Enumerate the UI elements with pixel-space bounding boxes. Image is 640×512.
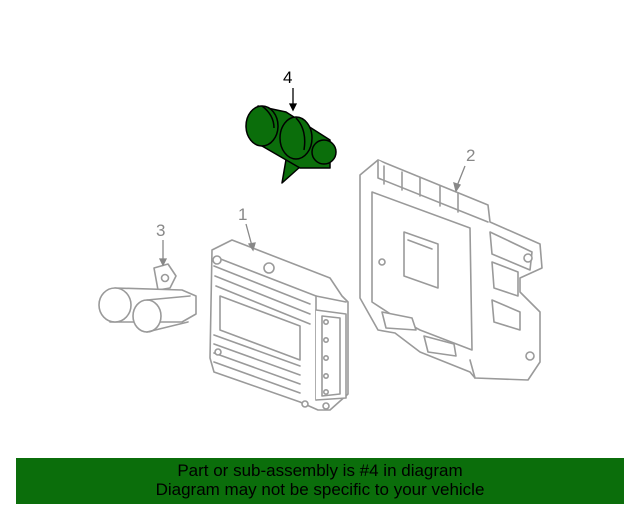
banner-line-2: Diagram may not be specific to your vehi… <box>155 480 485 499</box>
info-banner: Part or sub-assembly is #4 in diagram Di… <box>16 458 624 504</box>
part-3-sensor <box>98 263 197 333</box>
part-1-control-module <box>209 239 349 411</box>
banner-line-1: Part or sub-assembly is #4 in diagram <box>177 461 463 480</box>
part-2-bracket <box>359 159 543 381</box>
parts-diagram: 4 2 1 3 <box>98 68 543 411</box>
part-4-highlighted <box>245 105 337 184</box>
callout-3: 3 <box>156 221 165 240</box>
callout-4: 4 <box>283 68 292 87</box>
callout-1: 1 <box>238 205 247 224</box>
callout-2: 2 <box>466 146 475 165</box>
